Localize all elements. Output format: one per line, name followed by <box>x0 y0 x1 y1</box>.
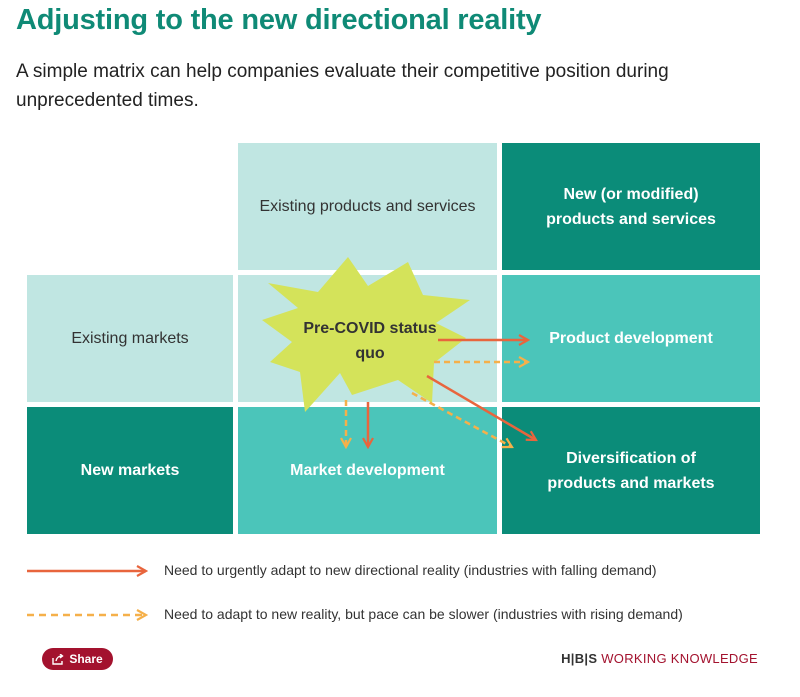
cell-diversification: Diversification of products and markets <box>502 407 760 534</box>
cell-diversification-label: Diversification of products and markets <box>547 449 715 492</box>
status-quo-label: Pre-COVID status quo <box>303 320 437 362</box>
brand-logo: H|B|S WORKING KNOWLEDGE <box>561 651 758 666</box>
page-title: Adjusting to the new directional reality <box>16 4 542 36</box>
brand-name: WORKING KNOWLEDGE <box>601 651 758 666</box>
share-button-label: Share <box>69 652 103 666</box>
page-subtitle: A simple matrix can help companies evalu… <box>16 61 669 111</box>
brand-mark: H|B|S <box>561 651 598 666</box>
col-header-new-products: New (or modified) products and services <box>502 143 760 270</box>
legend-solid-label: Need to urgently adapt to new directiona… <box>164 562 657 578</box>
cell-product-development-label: Product development <box>549 330 713 347</box>
cell-product-development: Product development <box>502 275 760 402</box>
starburst-shape <box>262 257 470 412</box>
row-header-new-markets-label: New markets <box>80 462 180 479</box>
row-header-existing-markets-label: Existing markets <box>71 330 189 347</box>
col-header-existing-products-label: Existing products and services <box>259 198 476 215</box>
col-header-new-products-label: New (or modified) products and services <box>546 185 716 228</box>
share-icon <box>52 653 64 665</box>
share-button[interactable]: Share <box>42 648 113 670</box>
row-header-new-markets: New markets <box>27 407 233 534</box>
col-header-existing-products: Existing products and services <box>238 143 497 270</box>
legend-dashed-label: Need to adapt to new reality, but pace c… <box>164 606 683 622</box>
arrow-solid-to-diversification <box>426 374 536 440</box>
cell-market-development-label: Market development <box>290 462 445 479</box>
arrow-dashed-to-diversification <box>411 391 512 447</box>
row-header-existing-markets: Existing markets <box>27 275 233 402</box>
